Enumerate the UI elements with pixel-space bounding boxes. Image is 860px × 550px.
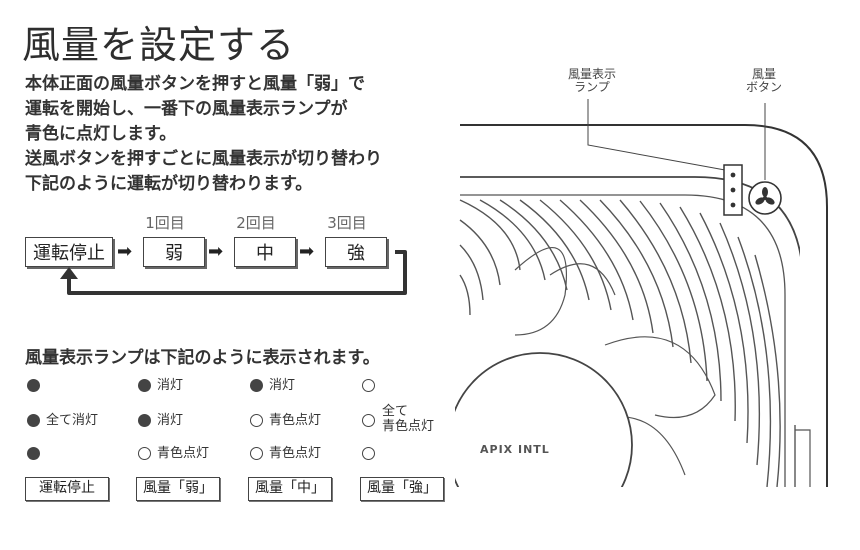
mode-box-stop: 運転停止 bbox=[25, 477, 109, 501]
lamp-off-icon bbox=[250, 414, 263, 427]
callout-line: 風量 bbox=[751, 67, 776, 81]
lamp-state-label: 消灯 bbox=[269, 378, 296, 393]
step-label-2: 2回目 bbox=[236, 214, 276, 232]
mode-box-high: 風量「強」 bbox=[360, 477, 444, 501]
lamp-state-label: 青色点灯 bbox=[157, 446, 210, 461]
step-label-3: 3回目 bbox=[327, 214, 367, 232]
lamp-off-icon bbox=[362, 379, 375, 392]
brand-logo: APIX INTL bbox=[480, 443, 550, 456]
mode-box-mid: 風量「中」 bbox=[248, 477, 332, 501]
lamp-state-label: 消灯 bbox=[157, 378, 184, 393]
instruction-line: 送風ボタンを押すごとに風量表示が切り替わり bbox=[25, 149, 382, 169]
instruction-line: 青色に点灯します。 bbox=[25, 124, 177, 144]
lamp-off-icon bbox=[250, 447, 263, 460]
callout-line: ボタン bbox=[745, 80, 782, 94]
lamp-on-icon bbox=[138, 379, 151, 392]
fan-illustration bbox=[455, 99, 828, 487]
lamp-on-icon bbox=[27, 414, 40, 427]
lamp-state-label: 全て 青色点灯 bbox=[382, 404, 435, 434]
flow-arrow-icon: ➡ bbox=[299, 241, 315, 262]
lamp-state-label: 青色点灯 bbox=[269, 446, 322, 461]
lamp-off-icon bbox=[138, 447, 151, 460]
callout-line: 風量表示 bbox=[567, 67, 616, 81]
instruction-text: 本体正面の風量ボタンを押すと風量「弱」で 運転を開始し、一番下の風量表示ランプが… bbox=[25, 72, 382, 197]
lamp-heading: 風量表示ランプは下記のように表示されます。 bbox=[25, 348, 380, 368]
flow-box-stop: 運転停止 bbox=[25, 237, 113, 267]
page-title: 風量を設定する bbox=[22, 23, 296, 67]
lamp-on-icon bbox=[27, 379, 40, 392]
flow-box-high: 強 bbox=[325, 237, 387, 267]
flow-arrow-icon: ➡ bbox=[117, 241, 133, 262]
lamp-off-icon bbox=[362, 414, 375, 427]
step-label-1: 1回目 bbox=[145, 214, 185, 232]
lamp-callout: 風量表示 ランプ bbox=[556, 68, 628, 94]
lamp-on-icon bbox=[250, 379, 263, 392]
mode-box-low: 風量「弱」 bbox=[136, 477, 220, 501]
instruction-line: 下記のように運転が切り替わります。 bbox=[25, 174, 313, 194]
lamp-state-label: 青色点灯 bbox=[269, 413, 322, 428]
lamp-off-icon bbox=[362, 447, 375, 460]
callout-line: ランプ bbox=[574, 80, 610, 94]
instruction-line: 運転を開始し、一番下の風量表示ランプが bbox=[25, 99, 348, 119]
flow-box-mid: 中 bbox=[234, 237, 296, 267]
flow-box-low: 弱 bbox=[143, 237, 205, 267]
flow-arrow-icon: ➡ bbox=[208, 241, 224, 262]
instruction-line: 本体正面の風量ボタンを押すと風量「弱」で bbox=[25, 74, 365, 94]
button-callout: 風量 ボタン bbox=[738, 68, 790, 94]
lamp-state-label: 消灯 bbox=[157, 413, 184, 428]
lamp-state-label: 全て消灯 bbox=[46, 413, 99, 428]
lamp-on-icon bbox=[138, 414, 151, 427]
loop-back-arrow-icon bbox=[60, 250, 407, 295]
lamp-on-icon bbox=[27, 447, 40, 460]
